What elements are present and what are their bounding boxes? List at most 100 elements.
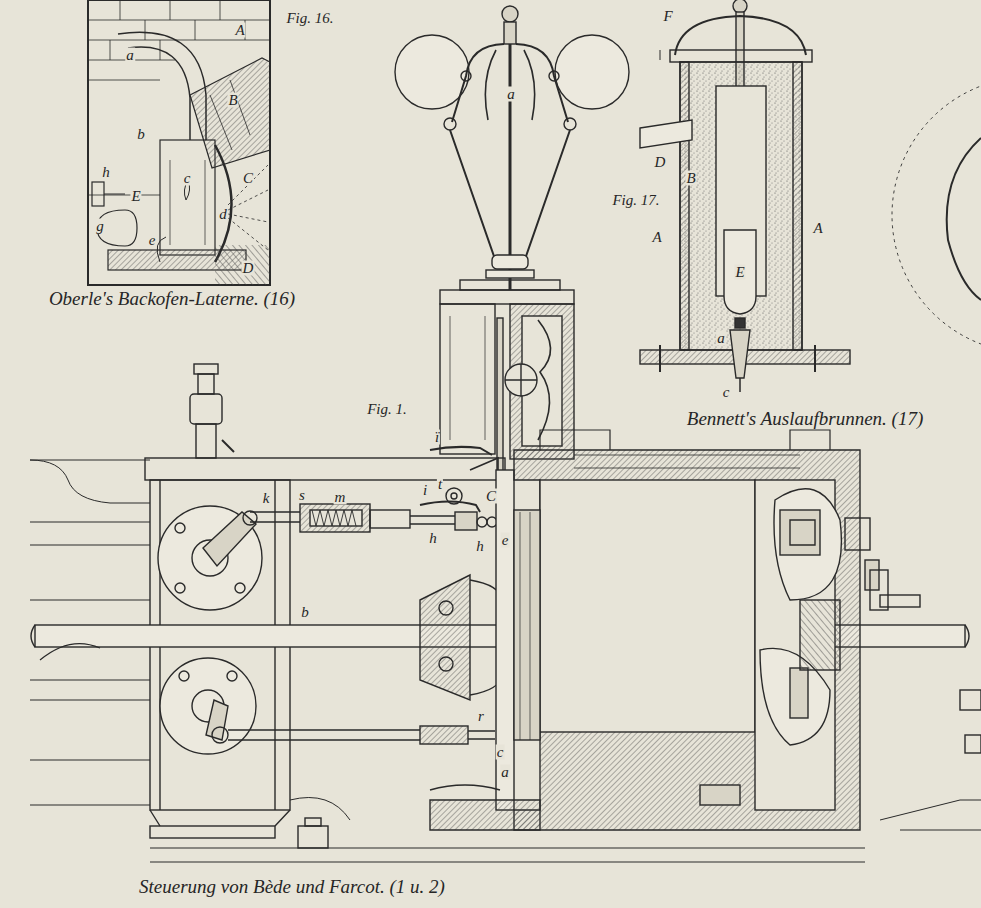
figure-caption: Oberle's Backofen-Laterne. (16) <box>48 289 296 308</box>
part-letter: h <box>101 165 111 180</box>
part-letter: c <box>183 171 192 186</box>
figure-caption: Bennett's Auslaufbrunnen. (17) <box>686 409 924 428</box>
oven-lantern-part <box>157 237 166 262</box>
centrifugal-governor-part <box>509 44 512 290</box>
oven-lantern-part <box>92 182 104 206</box>
centrifugal-governor-part <box>452 44 568 122</box>
oven-lantern-part <box>215 245 270 285</box>
steam-engine-valve-gear-part <box>439 601 453 615</box>
part-letter: ï <box>434 430 440 445</box>
steam-engine-valve-gear-part <box>790 668 808 718</box>
centrifugal-governor-part <box>492 255 528 269</box>
part-letter: B <box>227 93 238 108</box>
part-letter: C <box>485 489 497 504</box>
centrifugal-governor-part <box>444 118 456 130</box>
fountain-part <box>680 62 689 350</box>
cut-off-circle-part <box>947 138 981 300</box>
part-letter: a <box>125 48 135 63</box>
steam-engine-valve-gear-part <box>865 560 879 590</box>
steam-engine-valve-gear-part <box>250 512 300 522</box>
oven-lantern-part <box>170 160 205 245</box>
part-letter: a <box>506 87 516 102</box>
steam-engine-valve-gear-part <box>574 455 800 468</box>
steam-engine-valve-gear-part <box>880 595 920 607</box>
steam-engine-valve-gear-part <box>370 510 410 528</box>
steam-engine-valve-gear-part <box>965 735 981 753</box>
fountain-part <box>670 50 812 62</box>
part-letter: b <box>136 127 146 142</box>
part-letter: E <box>734 265 745 280</box>
fountain <box>640 0 850 392</box>
fountain-part <box>680 62 802 350</box>
part-letter: e <box>148 233 157 248</box>
steam-engine-valve-gear-part <box>150 848 865 862</box>
part-letter: A <box>651 230 662 245</box>
figure-caption: Steuerung von Bède und Farcot. (1 u. 2) <box>138 877 446 896</box>
part-letter: h <box>428 531 438 546</box>
part-letter: g <box>95 219 105 234</box>
steam-engine-valve-gear-part <box>235 583 245 593</box>
steam-engine-valve-gear-part <box>477 517 487 527</box>
steam-engine-valve-gear-part <box>800 600 840 670</box>
steam-engine-valve-gear-part <box>468 731 495 739</box>
centrifugal-governor-part <box>555 35 629 109</box>
steam-engine-valve-gear-part <box>228 730 420 740</box>
steam-engine-valve-gear-part <box>420 575 470 700</box>
valve-chest-part <box>440 290 574 304</box>
oven-lantern <box>88 0 270 285</box>
steam-engine-valve-gear-part <box>780 510 820 555</box>
centrifugal-governor-part <box>564 118 576 130</box>
part-letter: A <box>234 23 245 38</box>
steam-engine-valve-gear-part <box>227 671 237 681</box>
fountain-part <box>733 0 747 13</box>
steam-engine-valve-gear-part <box>960 690 981 710</box>
centrifugal-governor-part <box>485 50 534 120</box>
steam-engine-valve-gear-part <box>880 800 981 830</box>
figure-number: Fig. 17. <box>611 193 660 208</box>
steam-engine-valve-gear-part <box>196 424 216 458</box>
steam-engine-valve-gear-part <box>540 480 755 732</box>
steam-engine-valve-gear-part <box>430 447 492 455</box>
part-letter: b <box>300 605 310 620</box>
steam-engine-valve-gear-part <box>305 818 321 826</box>
steam-engine-valve-gear-part <box>870 570 888 610</box>
valve-chest-part <box>505 364 537 396</box>
oven-lantern-part <box>88 0 270 285</box>
steam-engine-valve-gear-part <box>790 520 815 545</box>
valve-chest-part <box>538 320 551 440</box>
steam-engine-valve-gear-part <box>300 504 370 532</box>
part-letter: D <box>654 155 667 170</box>
steam-engine-valve-gear-part <box>175 523 185 533</box>
valve-chest-part <box>505 364 537 396</box>
steam-engine-valve-gear-part <box>455 512 477 530</box>
centrifugal-governor-part <box>504 22 516 44</box>
fountain-part <box>735 318 745 328</box>
part-letter: F <box>662 9 673 24</box>
steam-engine-valve-gear-part <box>150 826 275 838</box>
valve-chest-part <box>497 318 503 478</box>
centrifugal-governor-part <box>502 6 518 22</box>
figure-number: Fig. 16. <box>285 11 334 26</box>
steam-engine-valve-gear-part <box>451 493 457 499</box>
part-letter: e <box>501 533 510 548</box>
steam-engine-valve-gear-part <box>179 671 189 681</box>
steam-engine-valve-gear-part <box>310 510 362 526</box>
oven-lantern-part <box>228 165 268 250</box>
oven-lantern-part <box>160 140 215 255</box>
part-letter: h <box>475 539 485 554</box>
steam-engine-valve-gear-part <box>206 700 228 740</box>
steam-engine-valve-gear-part <box>290 798 350 821</box>
steam-engine-valve-gear-part <box>40 644 100 660</box>
centrifugal-governor <box>395 6 629 290</box>
steam-engine-valve-gear-part <box>298 826 328 848</box>
part-letter: a <box>500 765 510 780</box>
fountain-part <box>660 50 661 60</box>
steam-engine-valve-gear-part <box>540 430 830 450</box>
part-letter: m <box>334 490 347 505</box>
steam-engine-valve-gear-part <box>30 460 150 503</box>
fountain-part <box>724 230 756 314</box>
fountain-part <box>793 62 802 350</box>
part-letter: s <box>298 488 306 503</box>
